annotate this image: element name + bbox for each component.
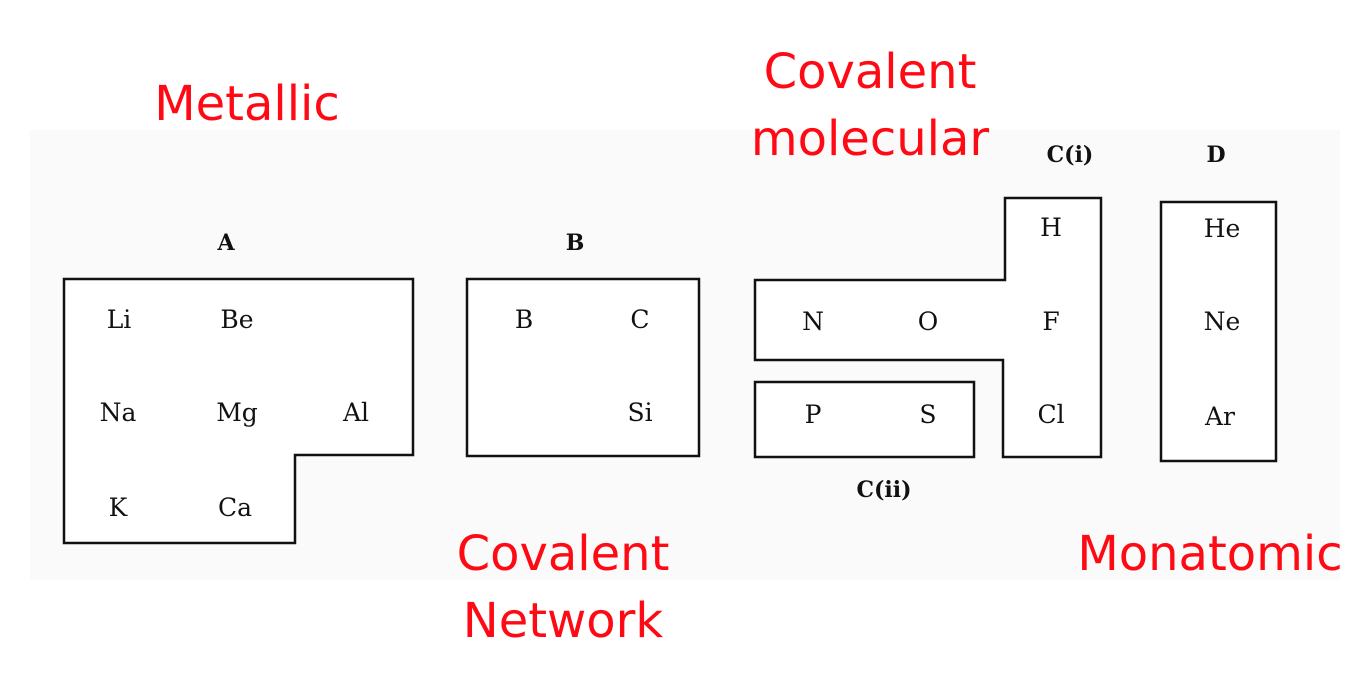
element-si: Si	[627, 398, 652, 427]
group-b-box	[465, 277, 701, 458]
element-na: Na	[100, 398, 137, 427]
element-cl: Cl	[1037, 400, 1064, 429]
element-p: P	[805, 400, 822, 429]
label-covalent-molecular-line2: molecular	[751, 111, 990, 167]
group-ci-box	[753, 196, 1103, 459]
element-s: S	[919, 400, 936, 429]
element-be: Be	[220, 305, 253, 334]
group-a-label: A	[216, 230, 235, 256]
group-b-label: B	[566, 230, 585, 256]
element-f: F	[1042, 307, 1059, 336]
element-c: C	[630, 305, 649, 334]
element-b: B	[515, 305, 533, 334]
label-metallic: Metallic	[154, 76, 340, 132]
element-al: Al	[342, 398, 369, 427]
label-covalent-network-line2: Network	[463, 593, 664, 649]
group-d-label: D	[1206, 142, 1225, 168]
label-monatomic: Monatomic	[1077, 526, 1342, 582]
group-cii-box	[753, 380, 976, 459]
label-covalent-molecular-line1: Covalent	[764, 44, 977, 100]
element-ca: Ca	[218, 493, 252, 522]
element-h: H	[1040, 213, 1062, 242]
element-o: O	[918, 307, 939, 336]
label-covalent-network-line1: Covalent	[457, 526, 670, 582]
element-ar: Ar	[1204, 402, 1235, 431]
group-d-box	[1159, 200, 1278, 463]
element-n: N	[802, 307, 824, 336]
element-ne: Ne	[1204, 307, 1241, 336]
group-cii-label: C(ii)	[856, 477, 911, 503]
element-k: K	[109, 493, 129, 522]
group-a-box	[62, 277, 415, 545]
element-he: He	[1204, 214, 1241, 243]
element-li: Li	[107, 305, 132, 334]
group-ci-label: C(i)	[1047, 142, 1094, 168]
element-mg: Mg	[216, 398, 258, 427]
